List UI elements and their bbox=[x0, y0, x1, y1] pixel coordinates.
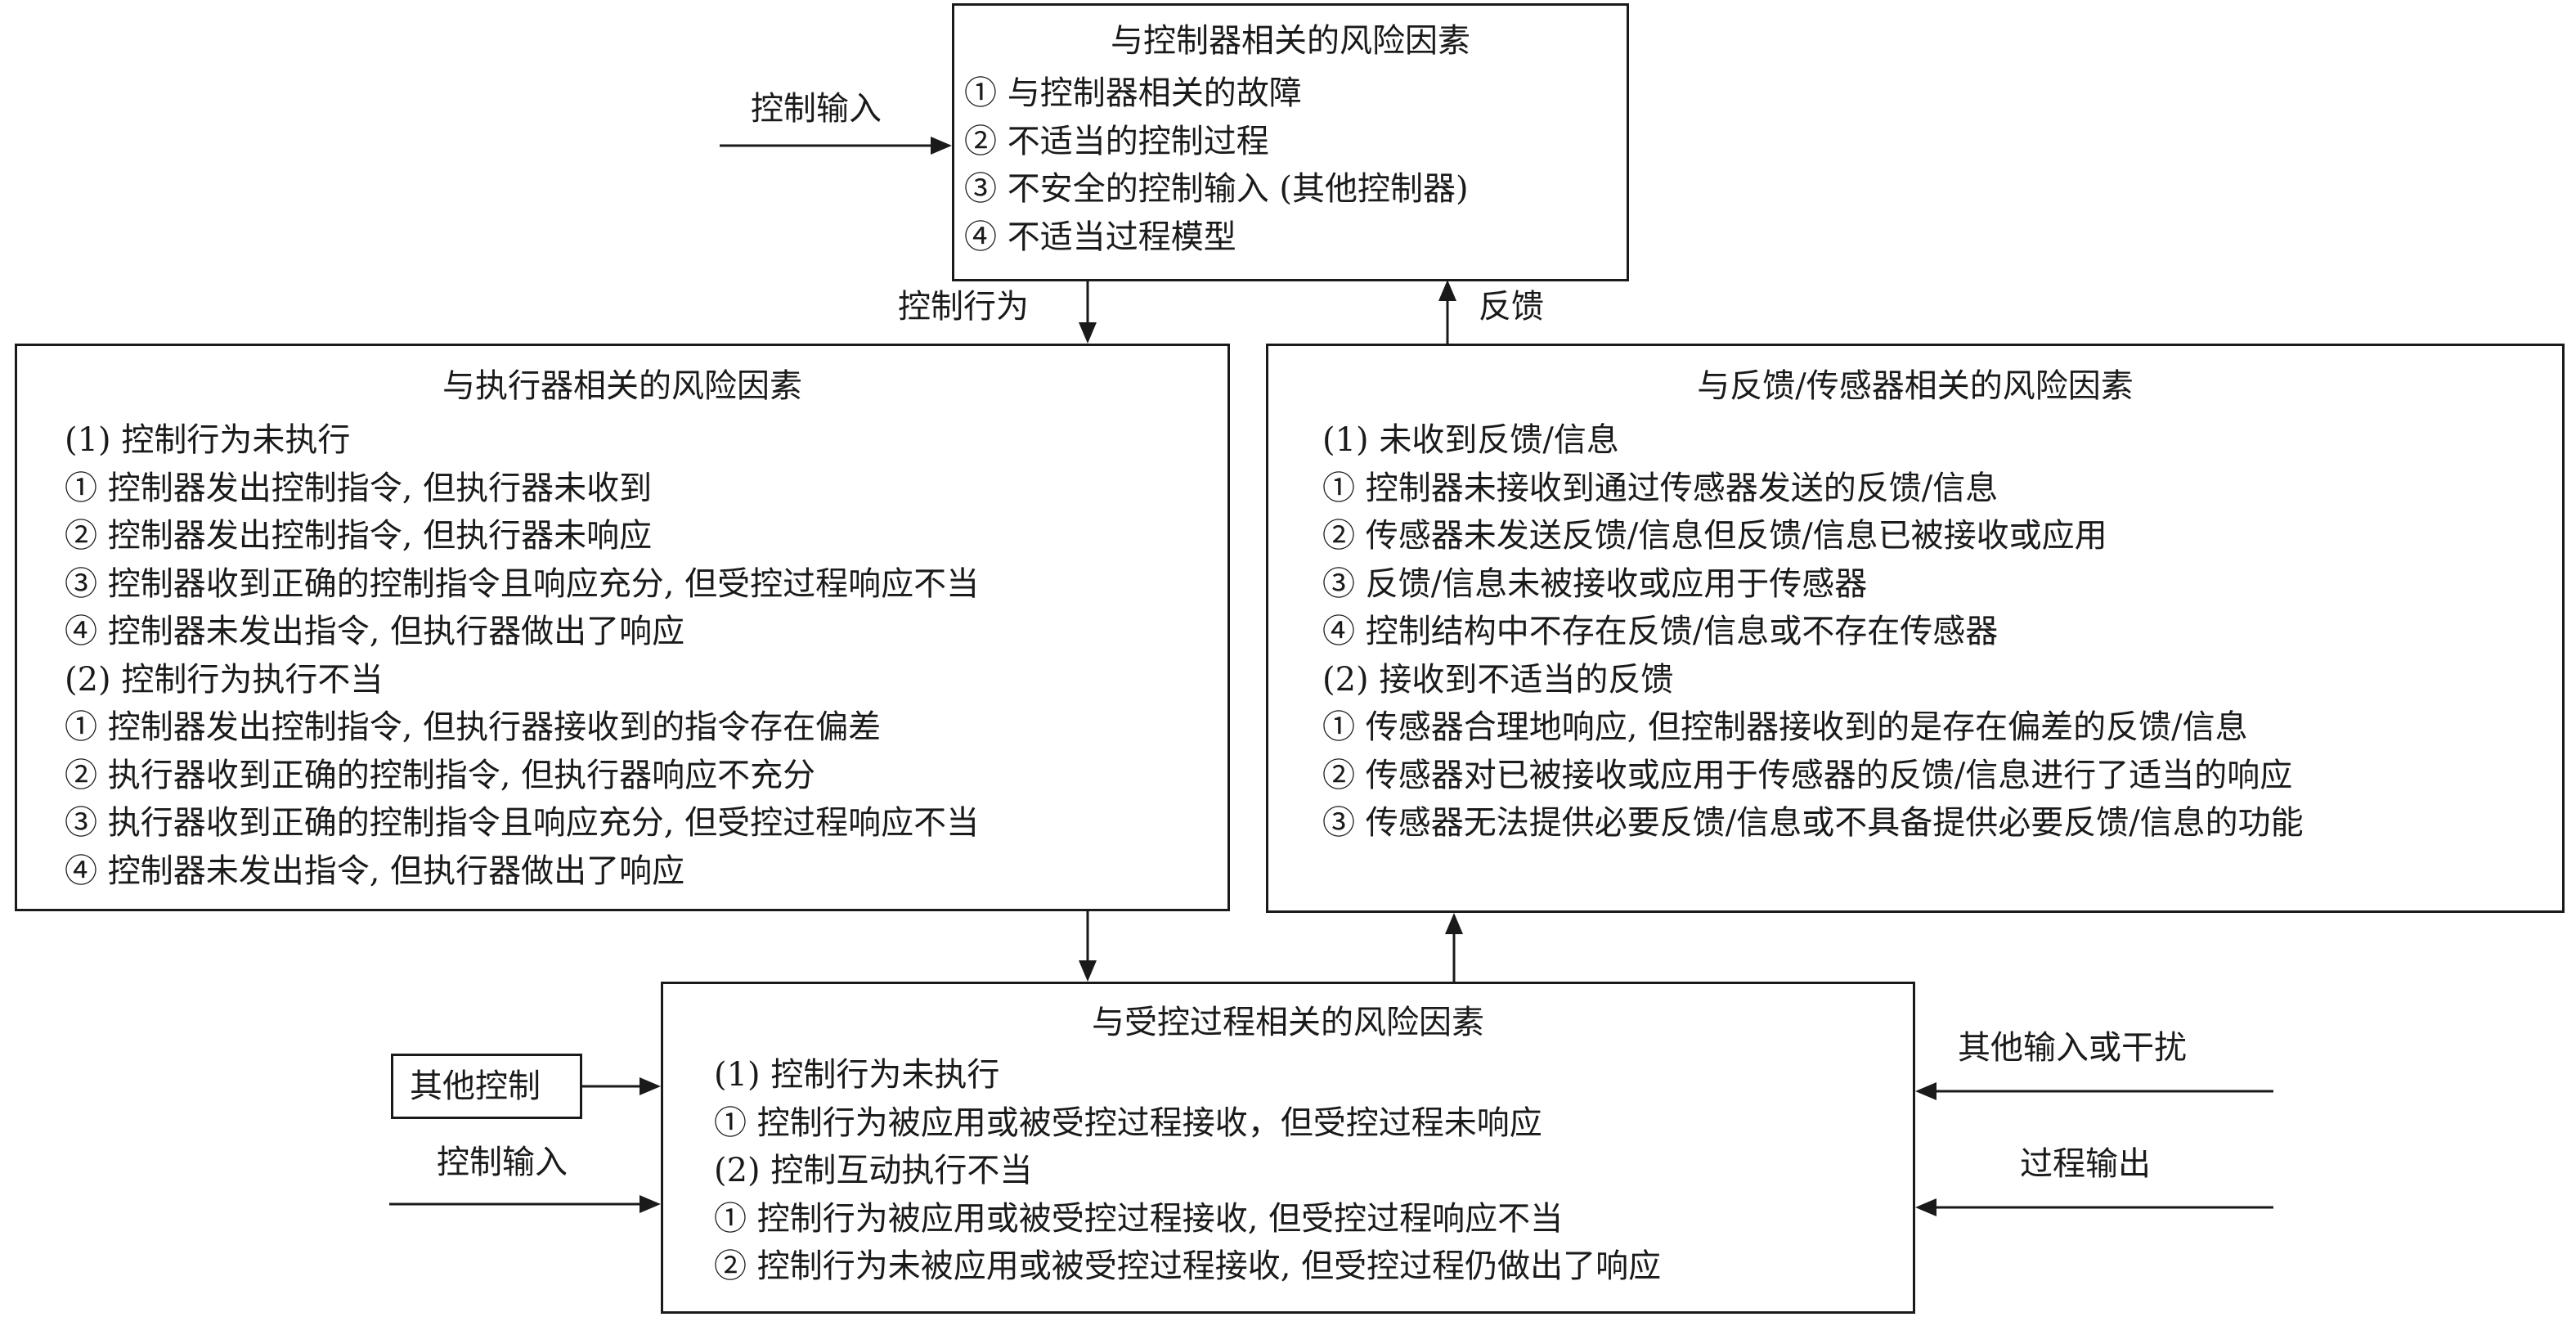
list-item: ② 传感器未发送反馈/信息但反馈/信息已被接收或应用 bbox=[1322, 517, 2107, 555]
list-item: (2) 控制互动执行不当 bbox=[714, 1152, 1033, 1189]
list-item: ② 控制器发出控制指令, 但执行器未响应 bbox=[65, 517, 653, 555]
arrow-other-control bbox=[582, 1077, 661, 1095]
list-item: ② 执行器收到正确的控制指令, 但执行器响应不充分 bbox=[65, 756, 816, 794]
list-item: ① 控制行为被应用或被受控过程接收, 但受控过程响应不当 bbox=[714, 1199, 1564, 1238]
other-control-box: 其他控制 bbox=[391, 1054, 582, 1119]
list-item: ③ 反馈/信息未被接收或应用于传感器 bbox=[1322, 564, 1868, 603]
list-item: ① 控制器发出控制指令, 但执行器接收到的指令存在偏差 bbox=[65, 708, 882, 746]
list-item: (1) 控制行为未执行 bbox=[65, 421, 351, 459]
list-item: ① 与控制器相关的故障 bbox=[964, 74, 1302, 112]
actuator-risk-list: (1) 控制行为未执行 ① 控制器发出控制指令, 但执行器未收到 ② 控制器发出… bbox=[65, 416, 979, 895]
list-item: ① 控制器发出控制指令, 但执行器未收到 bbox=[65, 469, 653, 507]
list-item: ① 控制行为被应用或被受控过程接收，但受控过程未响应 bbox=[714, 1103, 1542, 1142]
controller-risk-list: ① 与控制器相关的故障 ② 不适当的控制过程 ③ 不安全的控制输入 (其他控制器… bbox=[964, 70, 1469, 261]
label-control-action: 控制行为 bbox=[898, 288, 1029, 326]
list-item: ④ 不适当过程模型 bbox=[964, 218, 1236, 256]
list-item: ① 传感器合理地响应, 但控制器接收到的是存在偏差的反馈/信息 bbox=[1322, 708, 2248, 746]
sensor-risk-title: 与反馈/传感器相关的风险因素 bbox=[1697, 367, 2134, 405]
actuator-risk-title: 与执行器相关的风险因素 bbox=[442, 367, 802, 405]
arrow-process-output bbox=[1915, 1198, 2273, 1216]
arrow-control-input-bottom bbox=[389, 1195, 661, 1213]
label-control-input-bottom: 控制输入 bbox=[437, 1144, 568, 1181]
list-item: ② 不适当的控制过程 bbox=[964, 122, 1269, 160]
arrow-feedback bbox=[1438, 280, 1456, 344]
list-item: (2) 接收到不适当的反馈 bbox=[1322, 660, 1674, 699]
controller-risk-box: 与控制器相关的风险因素 ① 与控制器相关的故障 ② 不适当的控制过程 ③ 不安全… bbox=[952, 3, 1629, 281]
label-feedback: 反馈 bbox=[1479, 288, 1544, 326]
sensor-risk-box: 与反馈/传感器相关的风险因素 (1) 未收到反馈/信息 ① 控制器未接收到通过传… bbox=[1266, 344, 2565, 913]
list-item: ③ 不安全的控制输入 (其他控制器) bbox=[964, 170, 1469, 208]
process-risk-list: (1) 控制行为未执行 ① 控制行为被应用或被受控过程接收，但受控过程未响应 (… bbox=[714, 1051, 1661, 1291]
actuator-risk-box: 与执行器相关的风险因素 (1) 控制行为未执行 ① 控制器发出控制指令, 但执行… bbox=[15, 344, 1230, 911]
list-item: (1) 控制行为未执行 bbox=[714, 1056, 1000, 1094]
label-process-output: 过程输出 bbox=[2020, 1145, 2151, 1183]
list-item: ① 控制器未接收到通过传感器发送的反馈/信息 bbox=[1322, 469, 1999, 507]
label-other-control: 其他控制 bbox=[410, 1068, 541, 1105]
arrow-control-input-top bbox=[720, 137, 952, 155]
controller-risk-title: 与控制器相关的风险因素 bbox=[1111, 22, 1470, 60]
label-control-input-top: 控制输入 bbox=[751, 90, 882, 128]
list-item: ② 控制行为未被应用或被受控过程接收, 但受控过程仍做出了响应 bbox=[714, 1247, 1662, 1285]
label-other-input-disturbance: 其他输入或干扰 bbox=[1958, 1029, 2187, 1067]
arrow-actuator-to-process bbox=[1079, 911, 1097, 982]
list-item: ④ 控制器未发出指令, 但执行器做出了响应 bbox=[65, 852, 685, 890]
process-risk-title: 与受控过程相关的风险因素 bbox=[1092, 1004, 1484, 1041]
process-risk-box: 与受控过程相关的风险因素 (1) 控制行为未执行 ① 控制行为被应用或被受控过程… bbox=[661, 982, 1915, 1314]
list-item: ② 传感器对已被接收或应用于传感器的反馈/信息进行了适当的响应 bbox=[1322, 756, 2293, 794]
list-item: ③ 传感器无法提供必要反馈/信息或不具备提供必要反馈/信息的功能 bbox=[1322, 804, 2304, 842]
list-item: ③ 执行器收到正确的控制指令且响应充分, 但受控过程响应不当 bbox=[65, 804, 980, 842]
sensor-risk-list: (1) 未收到反馈/信息 ① 控制器未接收到通过传感器发送的反馈/信息 ② 传感… bbox=[1322, 416, 2304, 847]
list-item: ④ 控制器未发出指令, 但执行器做出了响应 bbox=[65, 613, 685, 650]
arrow-process-to-sensor bbox=[1445, 913, 1463, 982]
list-item: (2) 控制行为执行不当 bbox=[65, 660, 384, 699]
list-item: (1) 未收到反馈/信息 bbox=[1322, 421, 1619, 459]
list-item: ③ 控制器收到正确的控制指令且响应充分, 但受控过程响应不当 bbox=[65, 564, 980, 603]
arrow-control-action bbox=[1079, 281, 1097, 344]
list-item: ④ 控制结构中不存在反馈/信息或不存在传感器 bbox=[1322, 613, 1999, 650]
arrow-other-input-disturbance bbox=[1915, 1082, 2273, 1100]
